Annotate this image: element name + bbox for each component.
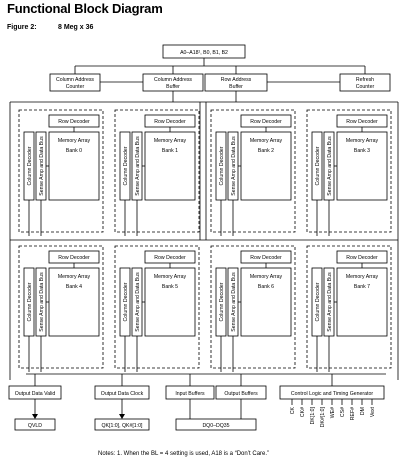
column-address-buffer-block: Column Address Buffer bbox=[142, 73, 204, 92]
control-signal-label: DK#[1:0] bbox=[320, 406, 326, 427]
bank-label: Bank 6 bbox=[258, 284, 274, 290]
memory-array-label: Memory Array bbox=[154, 274, 187, 280]
row-address-buffer-block: Row Address Buffer bbox=[204, 73, 268, 92]
control-signal-label: WE# bbox=[330, 407, 336, 418]
sense-amp-label: Sense Amp and Data Bus bbox=[135, 136, 141, 196]
bank-label: Bank 7 bbox=[354, 284, 370, 290]
column-decoder-label: Column Decoder bbox=[315, 282, 321, 321]
column-decoder-label: Column Decoder bbox=[27, 282, 33, 321]
row-address-buffer-line2: Buffer bbox=[229, 84, 243, 90]
bank-label: Bank 0 bbox=[66, 148, 82, 154]
output-buffers-block: Output Buffers bbox=[215, 385, 267, 400]
column-address-buffer-line1: Column Address bbox=[154, 77, 192, 83]
output-data-clock-block: Output Data Clock bbox=[94, 385, 150, 400]
bank-label: Bank 3 bbox=[354, 148, 370, 154]
memory-array-label: Memory Array bbox=[154, 138, 187, 144]
refresh-counter-block: Refresh Counter bbox=[339, 73, 391, 92]
memory-array-label: Memory Array bbox=[250, 138, 283, 144]
row-decoder-label: Row Decoder bbox=[346, 255, 378, 261]
diagram-title: Functional Block Diagram bbox=[7, 1, 163, 16]
memory-array-label: Memory Array bbox=[58, 138, 91, 144]
dq-output-block: DQ0–DQ35 bbox=[175, 418, 257, 431]
column-address-buffer-line2: Buffer bbox=[166, 84, 180, 90]
figure-name: 8 Meg x 36 bbox=[58, 24, 94, 31]
row-decoder-label: Row Decoder bbox=[154, 255, 186, 261]
sense-amp-label: Sense Amp and Data Bus bbox=[39, 136, 45, 196]
control-signal-label: CS# bbox=[340, 407, 346, 417]
output-buffers-label: Output Buffers bbox=[224, 391, 258, 397]
control-signal-label: REF# bbox=[350, 407, 356, 420]
memory-array-label: Memory Array bbox=[346, 138, 379, 144]
column-address-counter-line2: Counter bbox=[66, 84, 85, 90]
row-decoder-label: Row Decoder bbox=[154, 119, 186, 125]
memory-array-label: Memory Array bbox=[250, 274, 283, 280]
sense-amp-label: Sense Amp and Data Bus bbox=[39, 272, 45, 332]
output-data-valid-block: Output Data Valid bbox=[8, 385, 62, 400]
column-address-counter-line1: Column Address bbox=[56, 77, 94, 83]
row-decoder-label: Row Decoder bbox=[250, 119, 282, 125]
bank-label: Bank 4 bbox=[66, 284, 82, 290]
column-address-counter-block: Column Address Counter bbox=[49, 73, 101, 92]
row-decoder-label: Row Decoder bbox=[346, 119, 378, 125]
dq-output-label: DQ0–DQ35 bbox=[202, 423, 229, 429]
memory-array-label: Memory Array bbox=[58, 274, 91, 280]
sense-amp-label: Sense Amp and Data Bus bbox=[327, 136, 333, 196]
qvld-output-label: QVLD bbox=[28, 423, 42, 429]
input-buffers-label: Input Buffers bbox=[175, 391, 205, 397]
control-signal-label: DK[1:0] bbox=[310, 406, 316, 424]
row-decoder-label: Row Decoder bbox=[58, 119, 90, 125]
figure-label: Figure 2: bbox=[7, 24, 37, 31]
address-input-block: A0–A18¹, B0, B1, B2 bbox=[162, 44, 246, 59]
output-data-valid-label: Output Data Valid bbox=[15, 391, 56, 397]
sense-amp-label: Sense Amp and Data Bus bbox=[231, 136, 237, 196]
sense-amp-label: Sense Amp and Data Bus bbox=[135, 272, 141, 332]
column-decoder-label: Column Decoder bbox=[315, 146, 321, 185]
control-logic-label: Control Logic and Timing Generator bbox=[291, 391, 373, 397]
sense-amp-label: Sense Amp and Data Bus bbox=[327, 272, 333, 332]
bank-label: Bank 2 bbox=[258, 148, 274, 154]
control-signal-label: DM bbox=[360, 407, 366, 415]
column-decoder-label: Column Decoder bbox=[219, 146, 225, 185]
qk-output-label: QK[1:0], QK#[1:0] bbox=[102, 423, 144, 429]
control-logic-block: Control Logic and Timing Generator bbox=[279, 385, 385, 400]
column-decoder-label: Column Decoder bbox=[123, 282, 129, 321]
control-signal-label: CK bbox=[290, 406, 296, 414]
refresh-counter-line2: Counter bbox=[356, 84, 375, 90]
input-buffers-block: Input Buffers bbox=[165, 385, 215, 400]
address-input-label: A0–A18¹, B0, B1, B2 bbox=[180, 50, 228, 56]
column-decoder-label: Column Decoder bbox=[219, 282, 225, 321]
row-decoder-label: Row Decoder bbox=[250, 255, 282, 261]
column-decoder-label: Column Decoder bbox=[27, 146, 33, 185]
output-data-clock-label: Output Data Clock bbox=[101, 391, 144, 397]
bank-label: Bank 5 bbox=[162, 284, 178, 290]
qk-output-block: QK[1:0], QK#[1:0] bbox=[94, 418, 150, 431]
sense-amp-label: Sense Amp and Data Bus bbox=[231, 272, 237, 332]
row-decoder-label: Row Decoder bbox=[58, 255, 90, 261]
row-address-buffer-line1: Row Address bbox=[221, 77, 252, 83]
footnote: Notes: 1. When the BL = 4 setting is use… bbox=[98, 451, 270, 457]
control-signal-label: Vext bbox=[370, 406, 376, 417]
bank-label: Bank 1 bbox=[162, 148, 178, 154]
control-signal-label: CK# bbox=[300, 407, 306, 417]
column-decoder-label: Column Decoder bbox=[123, 146, 129, 185]
refresh-counter-line1: Refresh bbox=[356, 77, 374, 83]
qvld-output-block: QVLD bbox=[14, 418, 56, 431]
memory-array-label: Memory Array bbox=[346, 274, 379, 280]
